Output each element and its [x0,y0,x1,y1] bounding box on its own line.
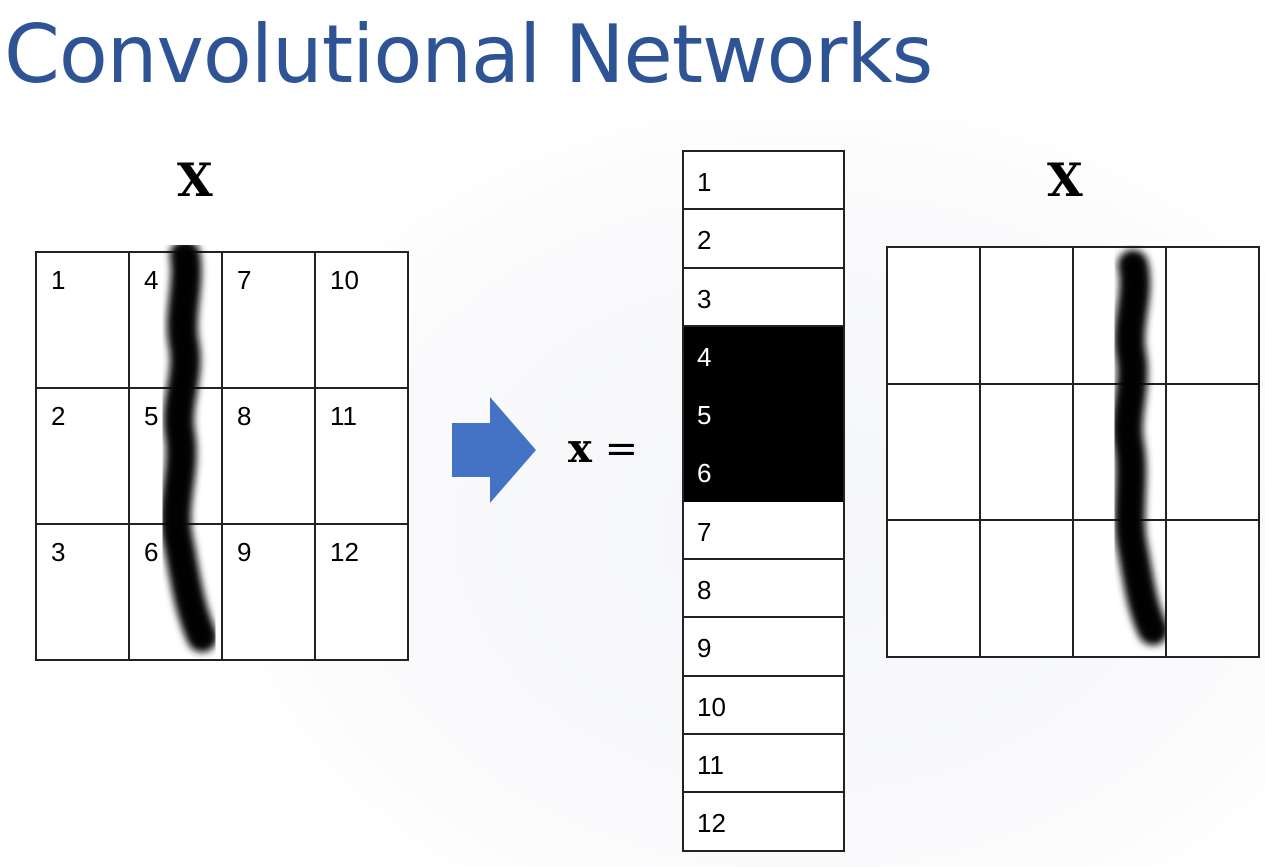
vector-cell: 12 [684,793,843,852]
right-matrix-label: X [1047,153,1083,207]
right-image-grid [886,246,1260,658]
vector-cell: 11 [684,734,843,794]
right-grid-cell [981,384,1074,522]
vector-cell-highlighted: 6 [684,443,843,502]
vector-cell: 9 [684,618,843,677]
vector-cell: 3 [684,268,843,327]
right-grid-cell [1167,384,1260,522]
equals-sign: = [604,426,639,472]
vector-cell: 8 [684,560,843,619]
left-grid-cell: 12 [316,525,409,661]
vector-cell-highlighted: 4 [684,326,843,386]
right-grid-cell [1167,248,1260,385]
right-arrow-icon [452,397,536,503]
right-grid-cell [1074,248,1167,385]
left-grid-cell: 11 [316,389,409,525]
vector-variable: x [568,425,592,472]
left-grid-cell: 8 [223,389,316,525]
right-grid-cell [1074,384,1167,522]
right-grid-cell [1167,521,1260,658]
left-grid-cell: 9 [223,525,316,661]
slide-title: Convolutional Networks [4,8,933,101]
right-grid-cell [888,248,981,385]
vector-cell: 2 [684,210,843,269]
left-grid-cell: 6 [130,525,223,661]
right-grid-cell [1074,521,1167,658]
left-grid-cell: 5 [130,389,223,525]
vector-equation: x = [568,424,638,474]
right-grid-cell [888,384,981,522]
vector-cell-highlighted: 5 [684,385,843,444]
left-grid-cell: 1 [37,253,130,389]
vector-cell: 10 [684,676,843,735]
right-grid-cell [888,521,981,658]
left-grid-cell: 2 [37,389,130,525]
vector-cell: 7 [684,501,843,561]
vector-cell: 1 [684,152,843,211]
left-grid-cell: 4 [130,253,223,389]
left-grid-cell: 7 [223,253,316,389]
left-matrix-label: X [177,153,213,207]
left-grid-cell: 3 [37,525,130,661]
right-grid-cell [981,521,1074,658]
right-grid-cell [981,248,1074,385]
left-grid-cell: 10 [316,253,409,389]
